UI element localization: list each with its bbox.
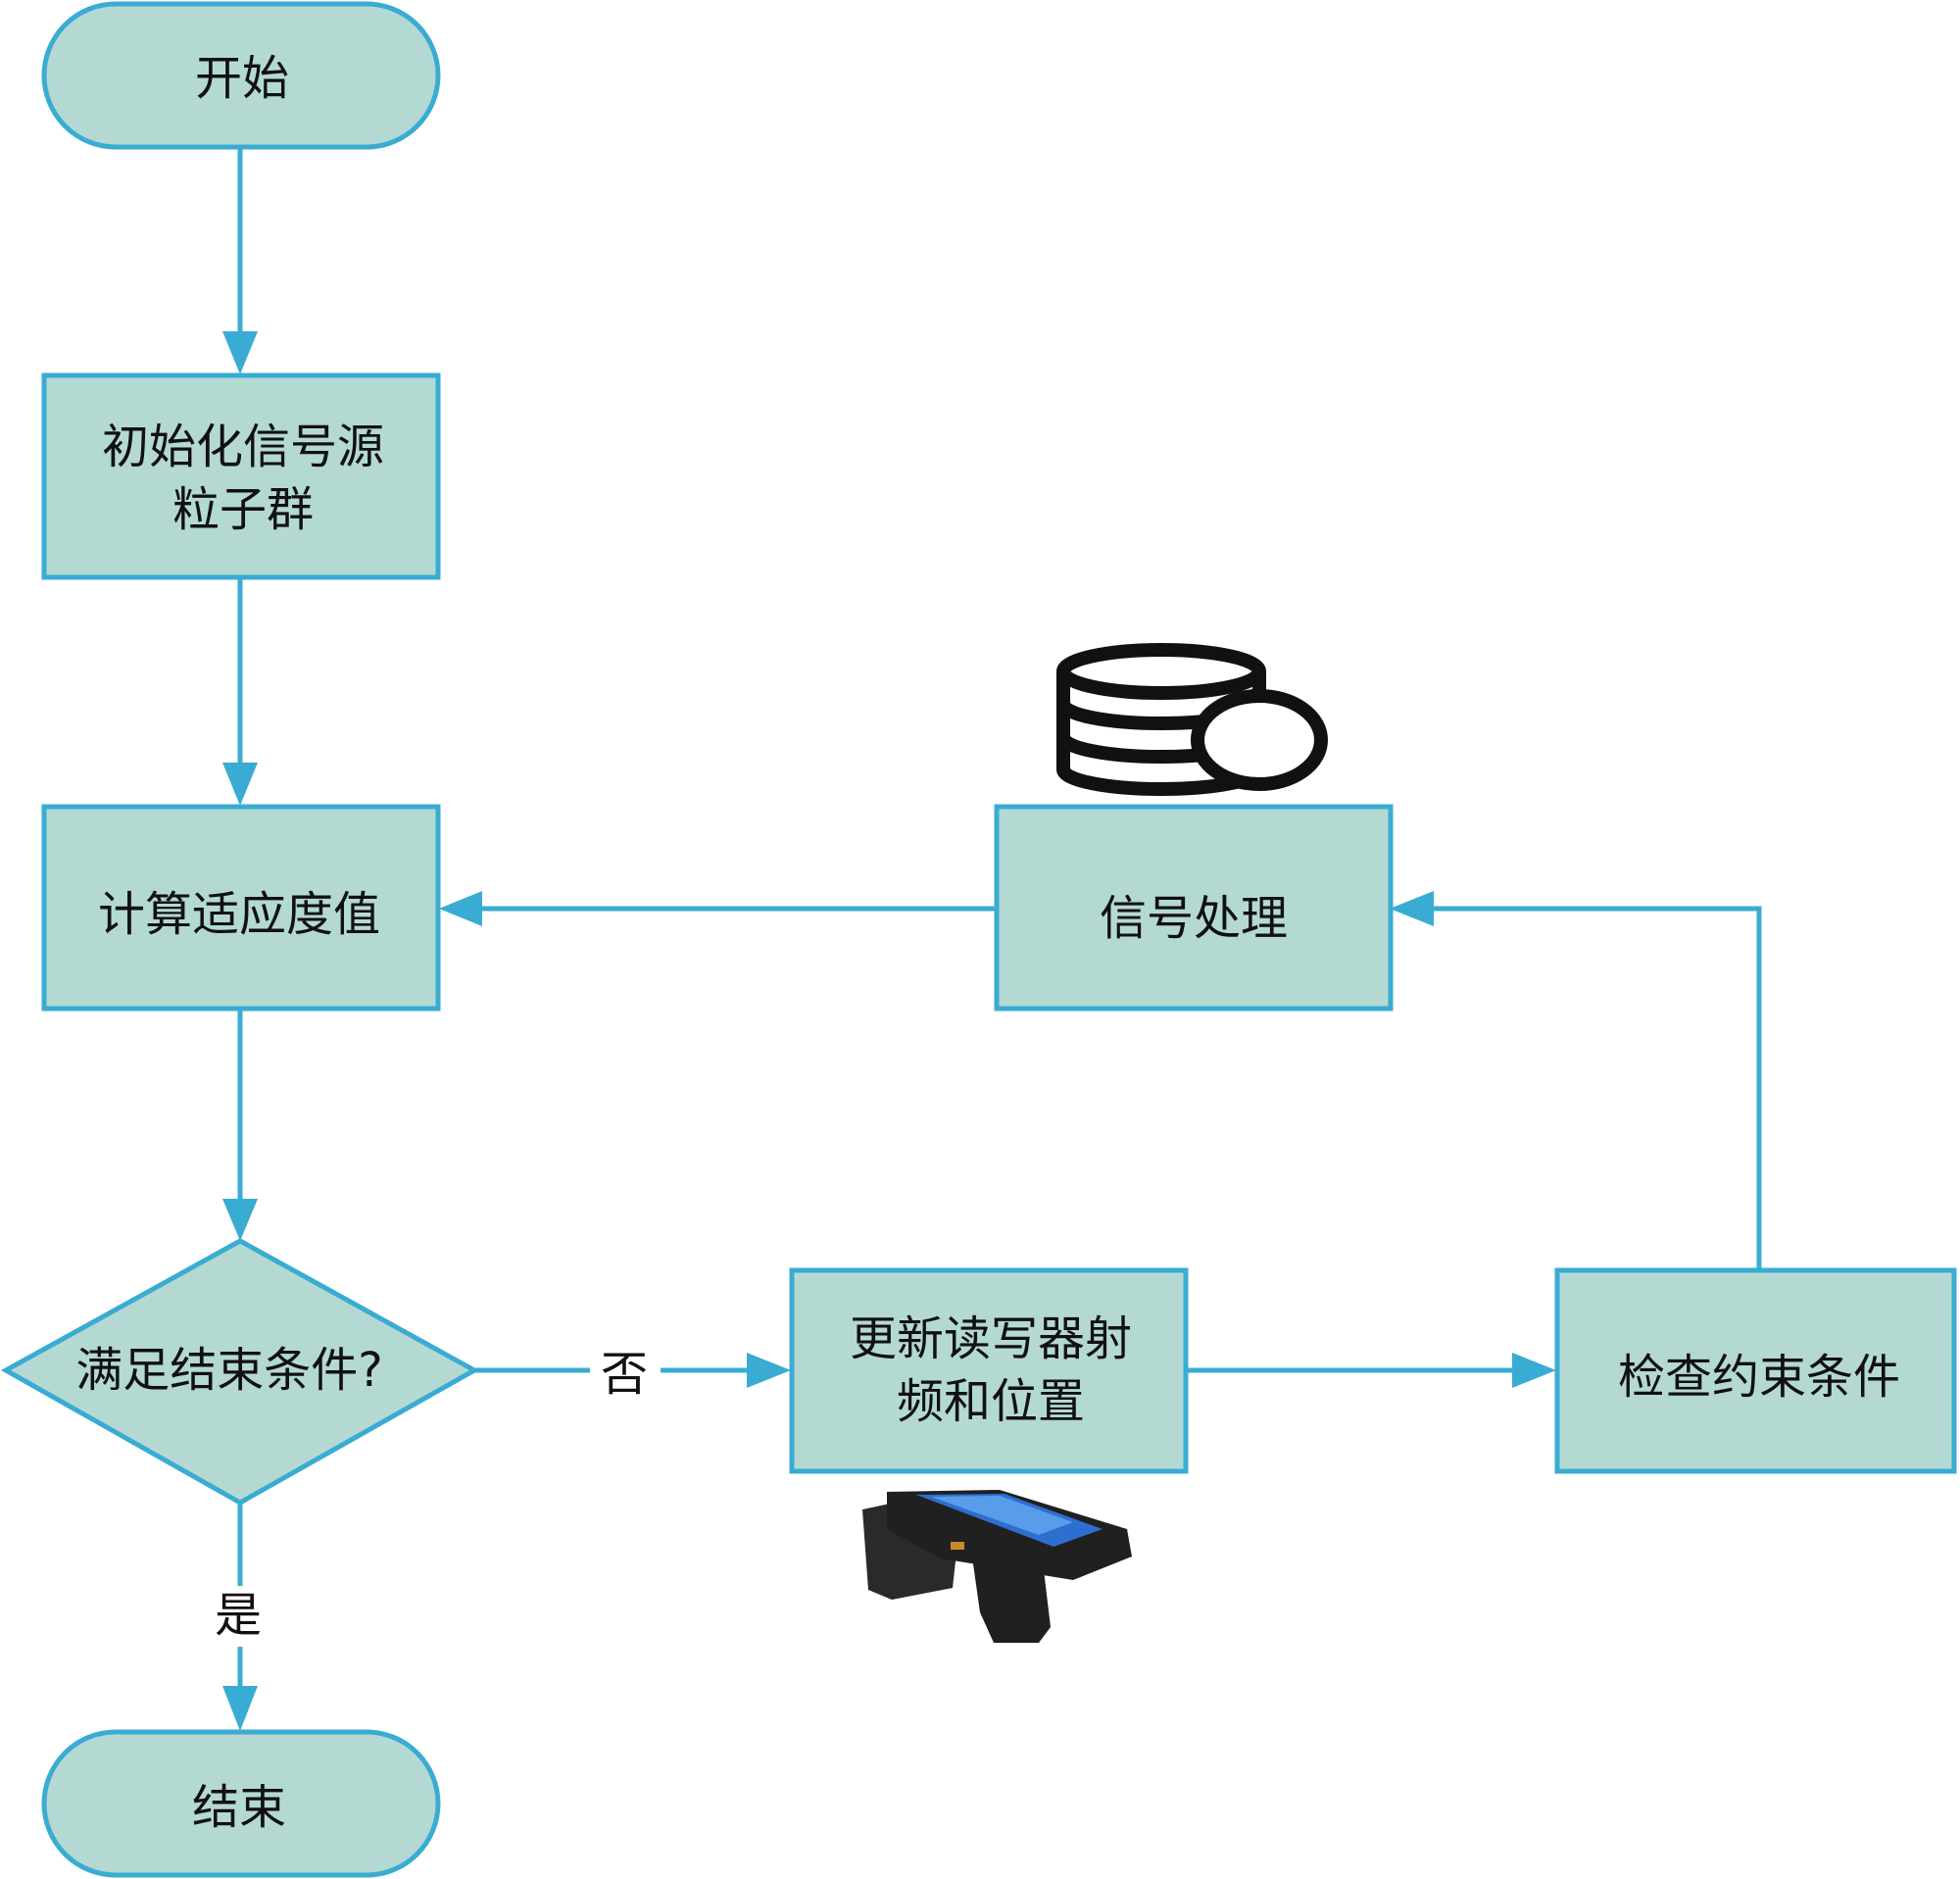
edge-label-yes: 是: [215, 1588, 262, 1643]
arrowhead-start-to-init: [222, 331, 258, 374]
fitness-label: 计算适应度值: [98, 887, 380, 942]
arrowhead-init-to-fitness: [222, 763, 258, 806]
update-label-line2: 频和位置: [897, 1374, 1085, 1429]
arrowhead-fitness-to-decision: [222, 1199, 258, 1241]
node-end: 结束: [41, 1729, 441, 1878]
signal-label: 信号处理: [1100, 891, 1288, 946]
arrowhead-check-to-signal: [1390, 891, 1434, 926]
no-label-bg: [590, 1345, 661, 1400]
start-label: 开始: [195, 51, 289, 106]
database-icon: [1056, 643, 1328, 796]
edge-label-no: 否: [601, 1347, 648, 1402]
edge-labels: 否 是: [206, 1345, 661, 1647]
node-decision: 满足结束条件?: [0, 1238, 480, 1506]
arrowhead-update-to-check: [1512, 1353, 1556, 1388]
init-label-line1: 初始化信号源: [102, 420, 384, 474]
end-terminator-shape: [41, 1729, 441, 1878]
update-process-shape: [789, 1267, 1189, 1474]
node-update: 更新读写器射 频和位置: [789, 1267, 1189, 1474]
signal-process-shape: [994, 804, 1394, 1012]
init-process-shape: [41, 372, 441, 580]
node-signal: 信号处理: [994, 804, 1394, 1012]
check-label: 检查约束条件: [1618, 1350, 1900, 1405]
yes-label-bg: [206, 1586, 274, 1647]
edges: [222, 147, 1762, 1731]
decision-label: 满足结束条件?: [75, 1343, 382, 1398]
arrowhead-decision-to-end: [222, 1686, 258, 1731]
check-process-shape: [1554, 1267, 1957, 1474]
node-start: 开始: [41, 1, 441, 150]
decision-diamond-shape: [0, 1238, 480, 1506]
fitness-process-shape: [41, 804, 441, 1012]
arrowhead-signal-to-fitness: [439, 891, 482, 926]
edge-check-to-signal: [1431, 906, 1762, 1269]
node-fitness: 计算适应度值: [41, 804, 441, 1012]
node-init: 初始化信号源 粒子群: [41, 372, 441, 580]
end-label: 结束: [192, 1780, 286, 1835]
arrowhead-decision-to-update: [747, 1353, 791, 1388]
init-label-line2: 粒子群: [172, 482, 314, 537]
update-label-line1: 更新读写器射: [850, 1311, 1132, 1366]
rfid-handheld-reader-icon: [862, 1490, 1132, 1643]
start-terminator-shape: [41, 1, 441, 150]
node-check: 检查约束条件: [1554, 1267, 1957, 1474]
